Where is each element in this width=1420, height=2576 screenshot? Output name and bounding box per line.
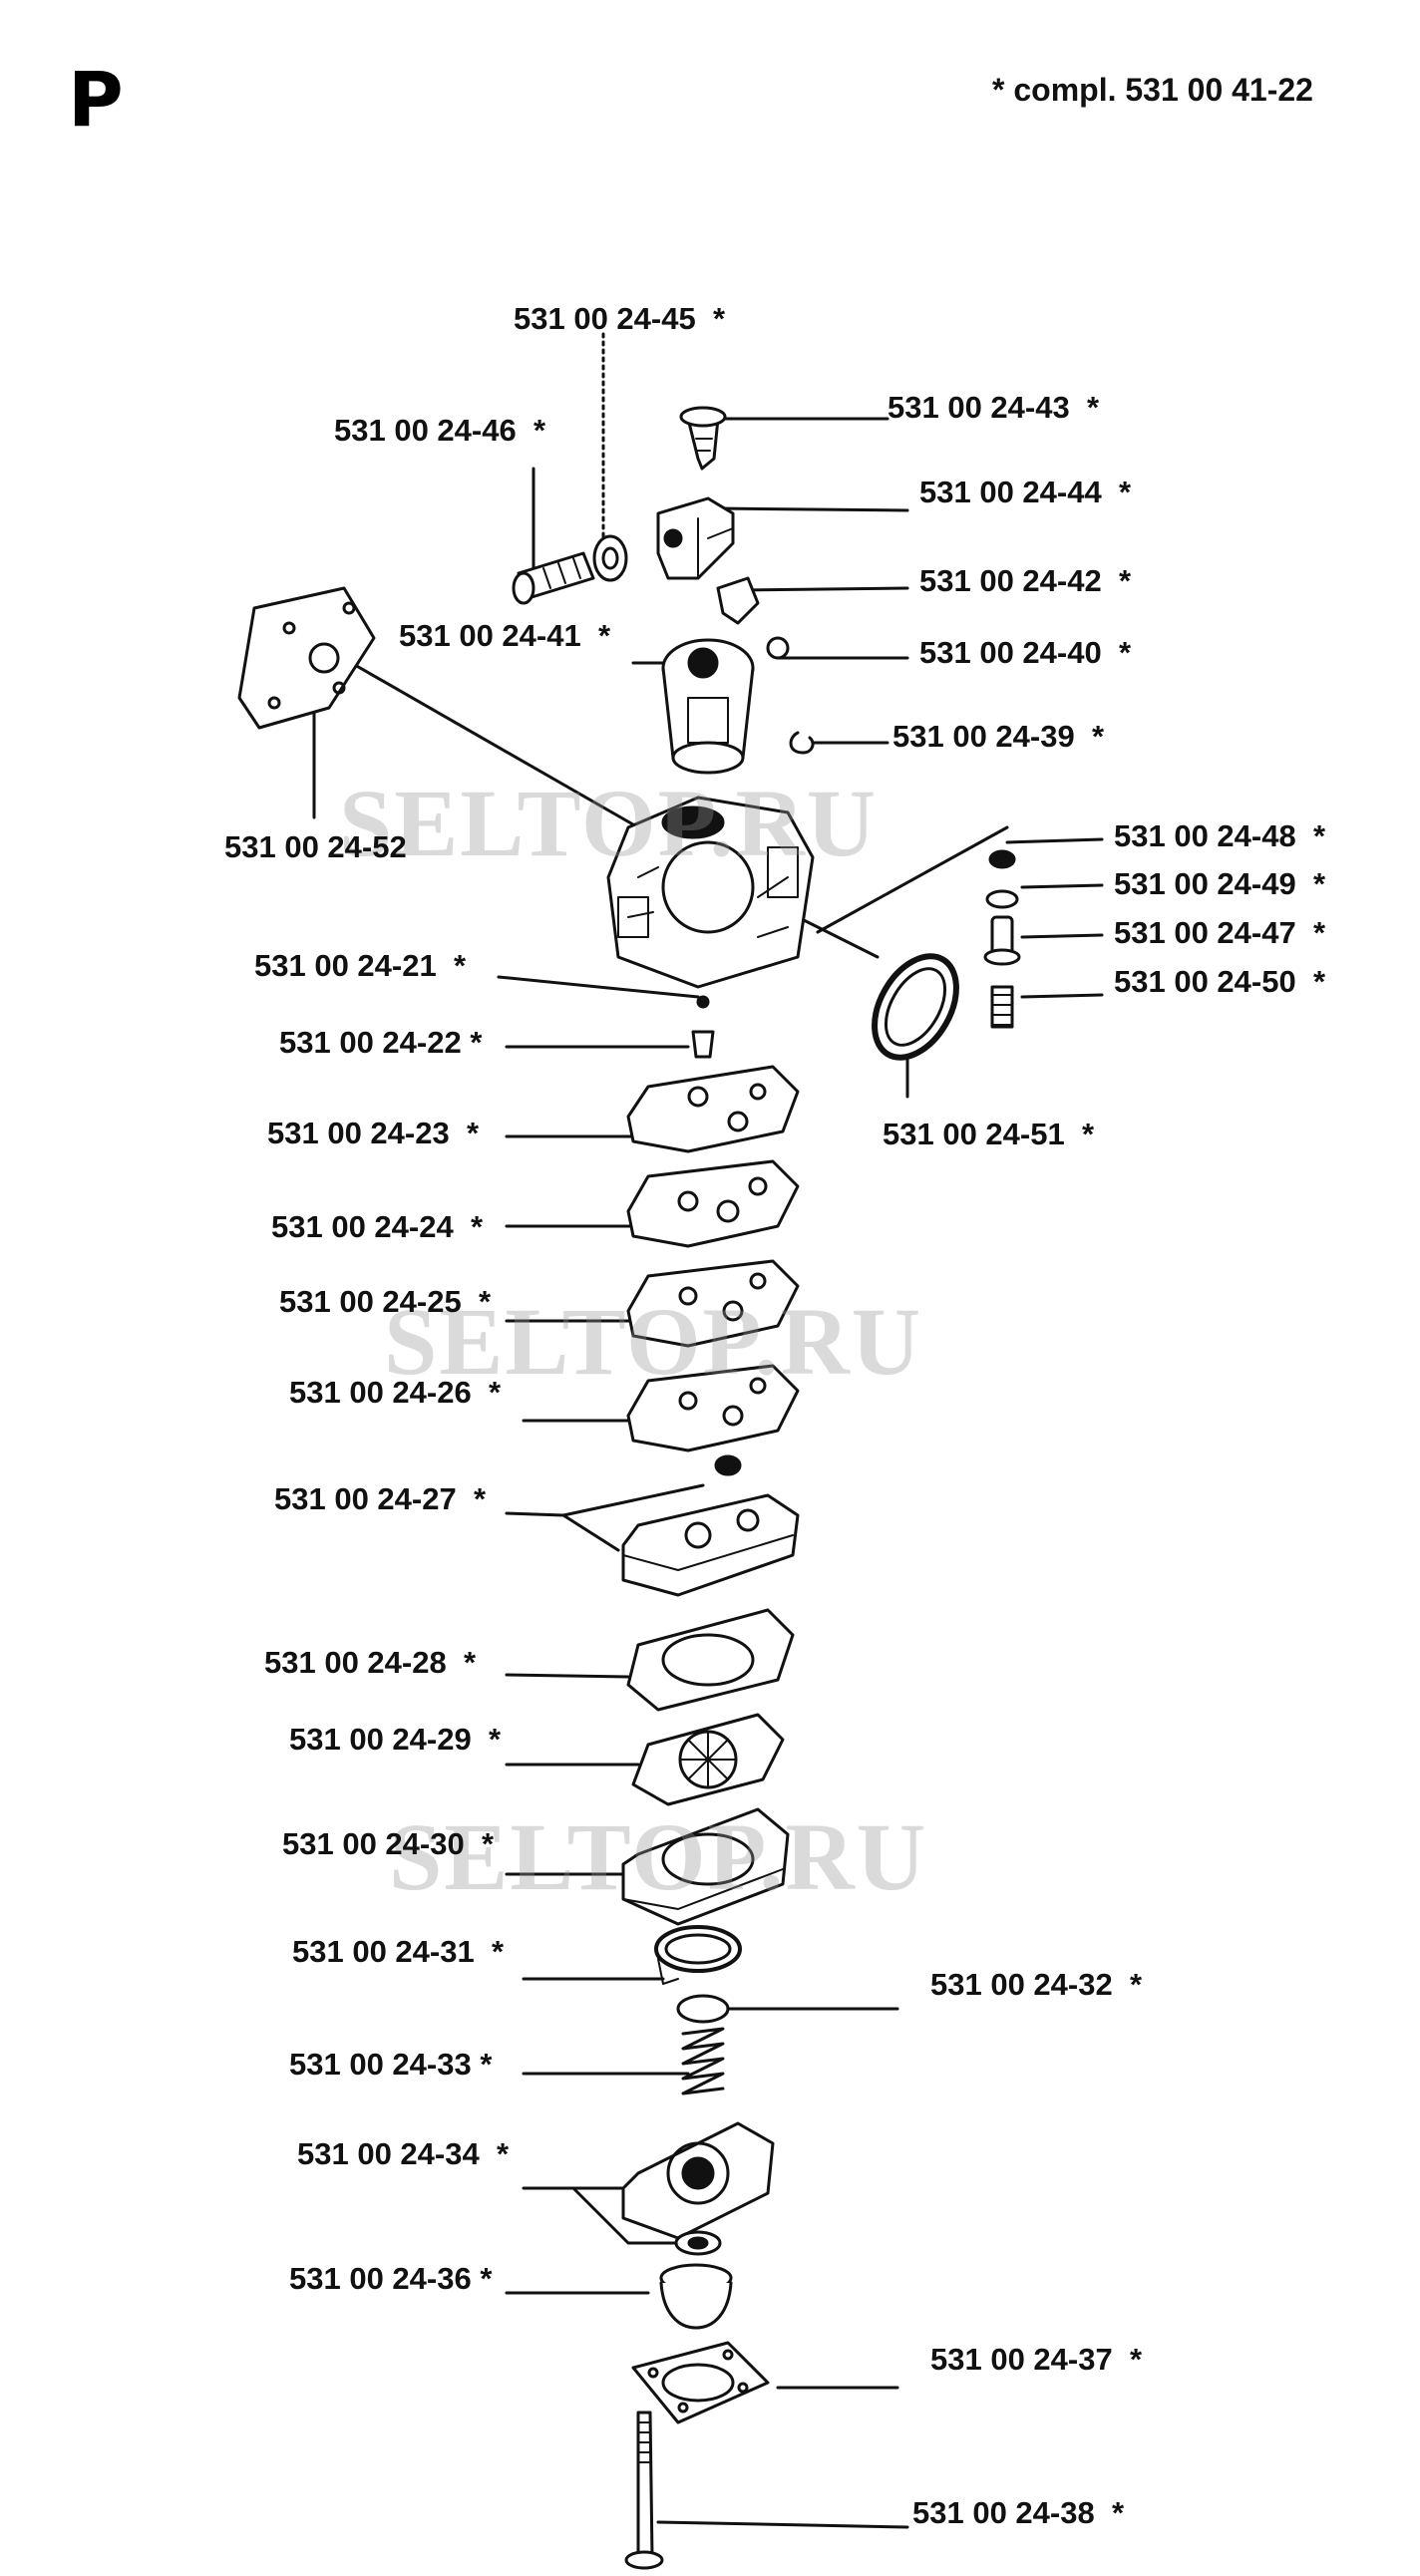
part-label: 531 00 24-24 * xyxy=(271,1209,484,1244)
part-label: 531 00 24-22 * xyxy=(279,1025,483,1060)
leader-27b xyxy=(561,1513,620,1552)
needle-46 xyxy=(512,551,595,605)
leader-44 xyxy=(716,506,909,512)
gasket-37 xyxy=(631,2341,770,2424)
part-label: 531 00 24-36 * xyxy=(289,2261,493,2296)
ring-31-32 xyxy=(654,1925,742,2024)
metering-lever-44 xyxy=(656,496,735,580)
complete-kit-label: * compl. 531 00 41-22 xyxy=(992,72,1313,108)
part-label: 531 00 24-44 * xyxy=(919,475,1132,509)
gasket-52 xyxy=(237,586,376,730)
part-label: 531 00 24-45 * xyxy=(514,301,726,336)
part-label: 531 00 24-46 * xyxy=(334,413,546,448)
watermark: SELTOP.RU xyxy=(384,1288,923,1395)
fuel-fittings-21-22 xyxy=(691,995,715,1059)
part-label: 531 00 24-50 * xyxy=(1114,964,1326,999)
leader-27a xyxy=(505,1483,705,1517)
spring-33 xyxy=(681,2027,725,2095)
throttle-assy-40 xyxy=(661,636,790,775)
leader-28 xyxy=(505,1673,630,1679)
leader-38 xyxy=(656,2520,909,2529)
leader-50 xyxy=(1020,993,1104,999)
part-label: 531 00 24-48 * xyxy=(1114,818,1326,853)
part-label: 531 00 24-43 * xyxy=(888,390,1100,425)
part-label: 531 00 24-52 xyxy=(224,829,407,864)
section-letter: P xyxy=(68,55,124,144)
part-label: 531 00 24-27 * xyxy=(274,1481,487,1516)
part-label: 531 00 24-51 * xyxy=(883,1117,1095,1151)
part-label: 531 00 24-40 * xyxy=(919,635,1132,670)
jet-assembly-47-50 xyxy=(983,849,1021,1029)
gasket-23 xyxy=(626,1065,800,1153)
diaphragm-29 xyxy=(631,1713,785,1806)
part-label: 531 00 24-39 * xyxy=(892,719,1105,754)
screw-38 xyxy=(624,2411,664,2570)
leader-48b xyxy=(816,825,1009,934)
diaphragm-24 xyxy=(626,1159,800,1248)
carb-body xyxy=(606,796,815,989)
part-label: 531 00 24-32 * xyxy=(930,1967,1143,2002)
part-label: 531 00 24-25 * xyxy=(279,1284,492,1319)
part-label: 531 00 24-34 * xyxy=(297,2136,510,2171)
part-label: 531 00 24-42 * xyxy=(919,563,1132,598)
leader-34a xyxy=(522,2186,680,2245)
lever-screw-43 xyxy=(679,406,727,471)
part-label: 531 00 24-26 * xyxy=(289,1375,502,1410)
part-label: 531 00 24-30 * xyxy=(282,1826,495,1861)
gasket-51 xyxy=(872,953,959,1061)
part-label: 531 00 24-21 * xyxy=(254,948,467,983)
part-label: 531 00 24-49 * xyxy=(1114,866,1326,901)
part-label: 531 00 24-38 * xyxy=(912,2495,1125,2530)
part-label: 531 00 24-41 * xyxy=(399,618,611,653)
watermark: SELTOP.RU xyxy=(339,770,879,876)
clip-39 xyxy=(789,731,815,755)
pump-body-27 xyxy=(621,1454,800,1597)
part-label: 531 00 24-31 * xyxy=(292,1934,505,1969)
part-label: 531 00 24-23 * xyxy=(267,1116,480,1150)
part-label: 531 00 24-47 * xyxy=(1114,915,1326,950)
cover-30 xyxy=(621,1807,790,1926)
watermark: SELTOP.RU xyxy=(389,1803,928,1910)
part-label: 531 00 24-33 * xyxy=(289,2047,493,2082)
plate-26 xyxy=(626,1364,800,1452)
leader-48 xyxy=(1005,837,1104,844)
leader-52b xyxy=(332,651,640,829)
part-label: 531 00 24-28 * xyxy=(264,1645,477,1680)
part-label: 531 00 24-29 * xyxy=(289,1722,502,1757)
leader-21 xyxy=(497,975,700,999)
leader-42 xyxy=(741,586,909,592)
leader-49 xyxy=(1020,883,1104,889)
primer-bulb-36 xyxy=(659,2263,733,2330)
gasket-28 xyxy=(626,1608,795,1712)
cover-34 xyxy=(621,2121,775,2256)
gasket-25 xyxy=(626,1259,800,1348)
spring-45 xyxy=(592,534,628,582)
part-label: 531 00 24-37 * xyxy=(930,2342,1143,2377)
leader-47 xyxy=(1020,933,1104,939)
needle-42 xyxy=(716,576,760,625)
